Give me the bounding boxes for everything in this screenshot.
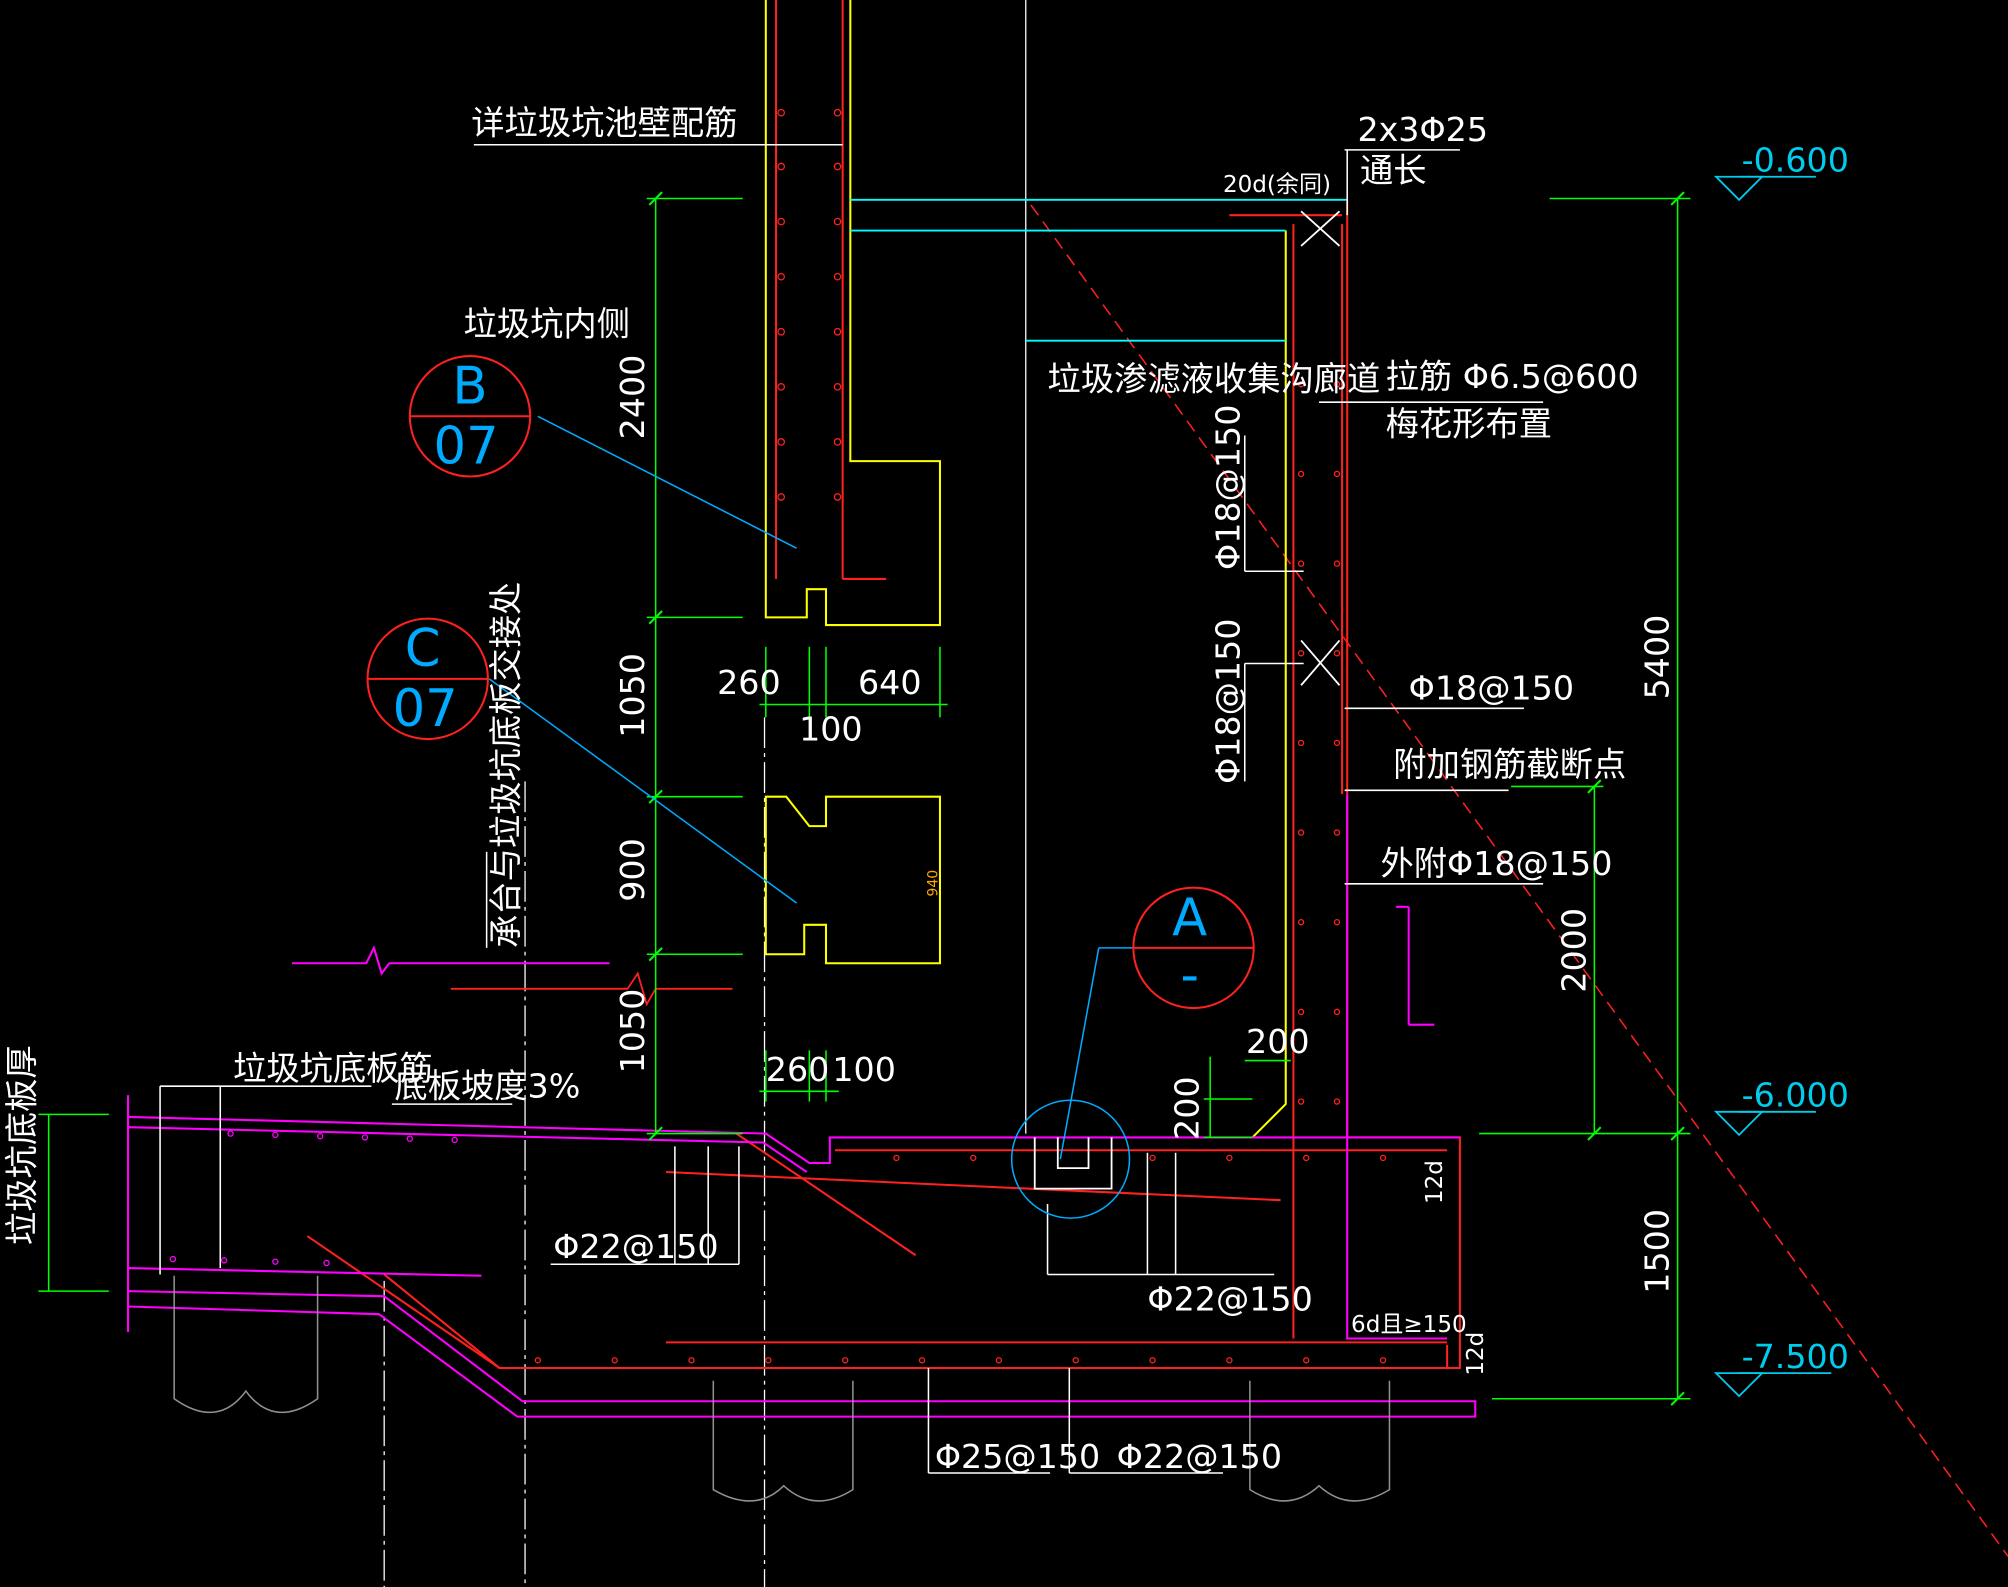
dim-900: 900: [613, 838, 652, 902]
dim-1050-b: 1050: [613, 989, 652, 1074]
dim-2000: 2000: [1554, 908, 1593, 993]
callout-A[interactable]: A -: [1132, 886, 1255, 1010]
cross-marks: [1300, 210, 1341, 686]
callout-C[interactable]: C 07: [366, 617, 489, 741]
elevation-top: -0.600: [1742, 141, 1849, 180]
dim-260-a: 260: [717, 663, 781, 702]
label-bar-22-left: Φ22@150: [553, 1227, 718, 1266]
slab-outline: [127, 794, 1477, 1418]
label-dim-940: 940: [925, 870, 941, 897]
dim-2400: 2400: [613, 355, 652, 440]
callout-C-sheet: 07: [393, 679, 458, 739]
wall-rebar-dots: [534, 108, 1387, 1364]
label-platform-note: 承台与垃圾坑底板交接处: [486, 582, 525, 948]
elevation-mid: -6.000: [1742, 1076, 1849, 1115]
callout-B[interactable]: B 07: [408, 355, 532, 478]
label-bar-phi18: Φ18@150: [1409, 668, 1574, 707]
label-vert-bar-1: Φ18@150: [1209, 405, 1248, 570]
upper-column-outline: [764, 0, 1287, 1139]
callout-B-sheet: 07: [434, 417, 499, 477]
label-pit-inner-side: 垃圾坑内侧: [464, 305, 630, 344]
callout-A-letter: A: [1172, 888, 1207, 948]
label-anchor-12d-a: 12d: [1422, 1160, 1448, 1204]
label-bar-22-mid: Φ22@150: [1147, 1279, 1312, 1318]
callout-leaders: [488, 415, 1135, 1219]
dim-200-b: 200: [1168, 1076, 1207, 1140]
dimension-texts: 2400 1050 900 1050 260 640 100 260 100 2…: [613, 355, 1676, 1294]
label-added-bar-cutoff: 附加钢筋截断点: [1393, 745, 1626, 784]
label-bar-22-bot: Φ22@150: [1117, 1437, 1282, 1476]
slope-reference-line: [1030, 204, 2008, 1557]
dimension-ticks: [648, 191, 1685, 1406]
dim-1050-a: 1050: [613, 653, 652, 738]
slab-dots: [169, 1130, 458, 1267]
label-tie-bar: 拉筋 Φ6.5@600: [1386, 357, 1639, 396]
label-anchor-20d: 20d(余同): [1223, 172, 1331, 198]
channel-detail: [1033, 1137, 1113, 1190]
label-outer-bar: 外附Φ18@150: [1381, 844, 1613, 883]
label-anchor-12d-b: 12d: [1463, 1332, 1489, 1376]
callout-C-letter: C: [405, 619, 441, 679]
label-anchor-6d: 6d且≥150: [1351, 1312, 1467, 1338]
leader-lines: [159, 143, 1544, 1474]
label-leachate-channel: 垃圾渗滤液收集沟廊道: [1048, 360, 1381, 399]
dim-5400: 5400: [1638, 615, 1677, 700]
dim-260-b: 260: [766, 1050, 830, 1089]
label-vert-bar-2: Φ18@150: [1209, 619, 1248, 784]
label-pit-bottom-rebar: 垃圾坑底板筋: [233, 1049, 433, 1088]
elevation-bottom: -7.500: [1742, 1337, 1849, 1376]
callout-B-letter: B: [452, 356, 487, 416]
label-bar-25-bot: Φ25@150: [935, 1437, 1100, 1476]
centerlines: [383, 0, 1027, 1587]
label-through-long: 通长: [1360, 151, 1427, 190]
leachate-channel-outline: [850, 198, 1348, 342]
dim-100-b: 100: [832, 1050, 896, 1089]
red-break-line: [450, 971, 733, 1007]
piles: [173, 1275, 1391, 1502]
dim-100-a: 100: [799, 709, 863, 748]
dim-640: 640: [858, 663, 922, 702]
label-slope-note: 底板坡度3%: [394, 1067, 580, 1106]
dim-200-a: 200: [1246, 1022, 1310, 1061]
elevation-texts: -0.600 -6.000 -7.500: [1742, 141, 1849, 1376]
elevation-markers: [1713, 175, 1832, 1398]
label-quincunx: 梅花形布置: [1386, 404, 1552, 443]
label-bottom-thickness: 垃圾坑底板厚: [2, 1045, 41, 1245]
dimension-lines: [38, 197, 1691, 1400]
annotation-labels: 详垃圾坑池壁配筋 2x3Φ25 通长 20d(余同) 垃圾坑内侧 垃圾渗滤液收集…: [2, 103, 1638, 1475]
label-bar-2x3: 2x3Φ25: [1357, 110, 1488, 149]
label-pit-wall-rebar: 详垃圾坑池壁配筋: [471, 103, 737, 142]
callout-A-sheet: -: [1180, 946, 1198, 1006]
dim-1500: 1500: [1638, 1209, 1677, 1294]
